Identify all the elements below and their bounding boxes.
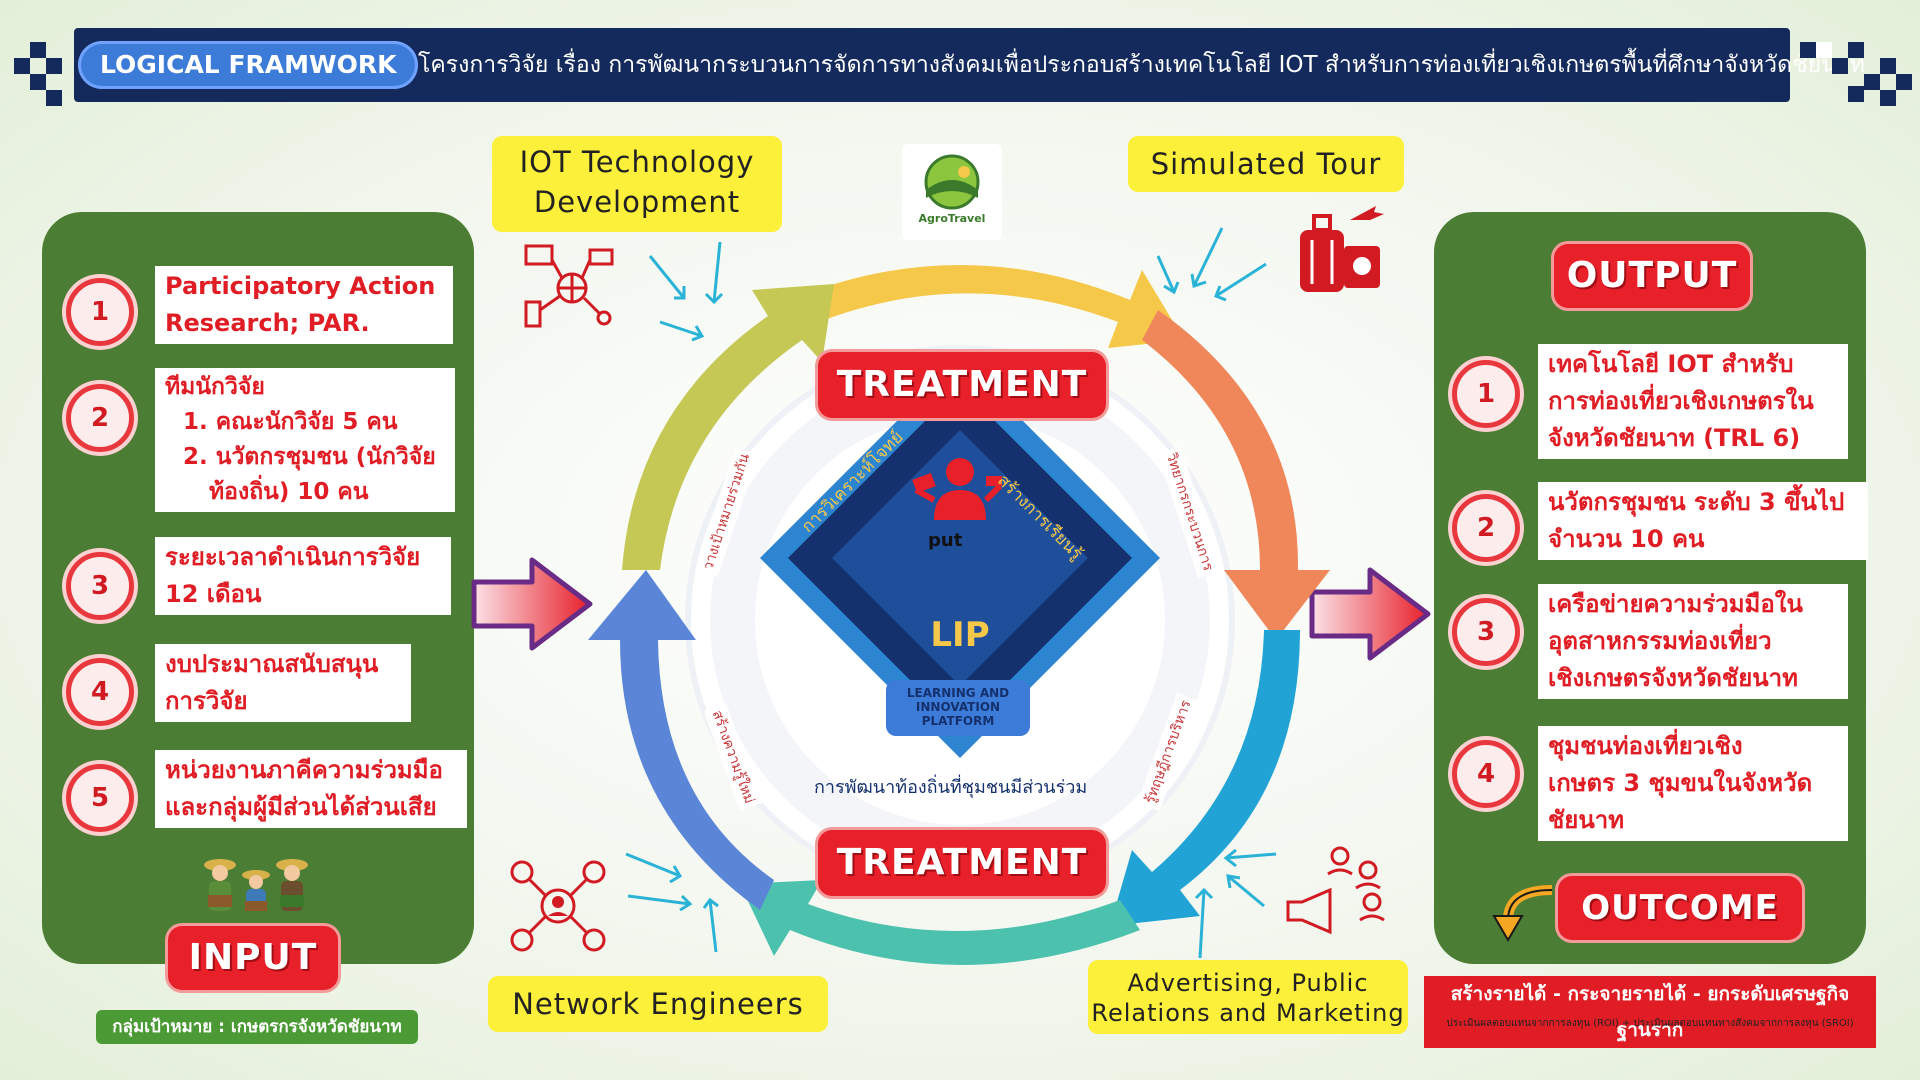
output-item-2: นวัตกรชุมชน ระดับ 3 ขึ้นไป จำนวน 10 คน [1538, 482, 1868, 560]
input-item-4: งบประมาณสนับสนุน การวิจัย [155, 644, 411, 722]
input-item-2-line-4: ท้องถิ่น) 10 คน [209, 479, 369, 505]
output-number-2: 2 [1452, 494, 1520, 562]
output-item-3-line-3: เชิงเกษตรจังหวัดชัยนาท [1548, 664, 1798, 692]
iot-label-line-2: Development [533, 185, 741, 219]
input-item-5-line-1: หน่วยงานภาคีความร่วมมือ [165, 756, 443, 784]
treatment-top-label: TREATMENT [818, 352, 1106, 418]
cycle-segment-bottom [740, 880, 1140, 965]
input-item-3-line-2: 12 เดือน [165, 580, 262, 608]
pointer-arrows-advertising [1194, 848, 1277, 959]
advertising-label: Advertising, Public Relations and Market… [1088, 960, 1408, 1034]
cycle-segment-left [588, 570, 774, 910]
farmers-illustration [204, 859, 308, 917]
iot-network-icon [524, 244, 614, 328]
input-item-5-line-2: และกลุ่มผู้มีส่วนได้ส่วนเสีย [165, 793, 437, 821]
treatment-bottom-label: TREATMENT [818, 830, 1106, 896]
process-cycle [588, 265, 1330, 965]
input-number-2: 2 [66, 384, 134, 452]
iot-development-label: IOT Technology Development [492, 136, 782, 232]
pointer-arrows-network [625, 852, 719, 953]
iot-label-line-1: IOT Technology [519, 145, 755, 179]
network-people-icon [510, 860, 606, 952]
framework-badge: LOGICAL FRAMWORK [78, 41, 419, 89]
input-number-4: 4 [66, 658, 134, 726]
output-item-1-line-2: การท่องเที่ยวเชิงเกษตรใน [1548, 387, 1814, 415]
pointer-arrows-tour [1156, 227, 1267, 302]
target-group-tag: กลุ่มเป้าหมาย : เกษตรกรจังหวัดชัยนาท [96, 1010, 418, 1044]
curved-arrow-icon [1492, 885, 1553, 942]
input-item-1-line-2: Research; PAR. [165, 309, 370, 337]
output-item-3-line-2: อุตสาหกรรมท่องเที่ยว [1548, 627, 1772, 655]
input-item-1-line-1: Participatory Action [165, 272, 436, 300]
input-number-1: 1 [66, 278, 134, 346]
cycle-segment-top-left [622, 284, 834, 570]
input-item-2-line-3: 2. นวัตกรชุมชน (นักวิจัย [183, 444, 436, 470]
cycle-segment-bottom-right [1110, 630, 1300, 926]
input-number-3: 3 [66, 552, 134, 620]
network-engineers-label: Network Engineers [488, 976, 828, 1032]
pointer-arrows-iot [648, 241, 724, 342]
output-item-1: เทคโนโลยี IOT สำหรับ การท่องเที่ยวเชิงเก… [1538, 344, 1848, 459]
input-number-5: 5 [66, 764, 134, 832]
output-item-4-line-3: ชัยนาท [1548, 806, 1625, 834]
input-item-5: หน่วยงานภาคีความร่วมมือ และกลุ่มผู้มีส่ว… [155, 750, 467, 828]
luggage-icon [1300, 206, 1384, 292]
output-item-2-line-1: นวัตกรชุมชน ระดับ 3 ขึ้นไป [1548, 488, 1845, 516]
logo-text: AgroTravel [918, 212, 986, 225]
output-label: OUTPUT [1554, 244, 1750, 308]
lip-diamond [760, 358, 1160, 758]
output-item-4: ชุมชนท่องเที่ยวเชิง เกษตร 3 ชุมขนในจังหว… [1538, 726, 1848, 841]
input-item-4-line-1: งบประมาณสนับสนุน [165, 650, 379, 678]
agrotravel-logo: AgroTravel [902, 144, 1002, 240]
output-number-1: 1 [1452, 360, 1520, 428]
outcome-subtext: ประเมินผลตอบแทนจากการลงทุน (ROI) + ประเม… [1446, 1018, 1854, 1029]
page-title: โครงการวิจัย เรื่อง การพัฒนากระบวนการจัด… [418, 52, 1865, 78]
cycle-segment-right [1142, 310, 1330, 640]
simulated-tour-label: Simulated Tour [1128, 136, 1404, 192]
input-item-2-line-1: ทีมนักวิจัย [165, 374, 265, 400]
header: LOGICAL FRAMWORK โครงการวิจัย เรื่อง การ… [0, 28, 1920, 106]
outcome-text: สร้างรายได้ - กระจายรายได้ - ยกระดับเศรษ… [1424, 976, 1876, 1048]
output-item-4-line-2: เกษตร 3 ชุมขนในจังหวัด [1548, 769, 1813, 797]
cycle-segment-top [790, 265, 1184, 348]
output-item-1-line-3: จังหวัดชัยนาท (TRL 6) [1548, 424, 1801, 452]
center-bottom-label: การพัฒนาท้องถิ่นที่ชุมชนมีส่วนร่วม [814, 777, 1088, 798]
platform-badge: LEARNING AND INNOVATION PLATFORM [886, 680, 1030, 736]
output-item-4-line-1: ชุมชนท่องเที่ยวเชิง [1548, 732, 1743, 760]
input-label: INPUT [168, 926, 338, 990]
input-item-3: ระยะเวลาดำเนินการวิจัย 12 เดือน [155, 537, 451, 615]
output-item-3-line-1: เครือข่ายความร่วมมือใน [1548, 590, 1803, 618]
megaphone-icon [1286, 846, 1385, 935]
logo-icon [924, 154, 980, 210]
input-item-2-line-2: 1. คณะนักวิจัย 5 คน [183, 409, 398, 435]
output-item-2-line-2: จำนวน 10 คน [1548, 525, 1705, 553]
put-label: put [928, 530, 963, 551]
input-item-2: ทีมนักวิจัย 1. คณะนักวิจัย 5 คน 2. นวัตก… [155, 368, 455, 512]
input-item-1: Participatory Action Research; PAR. [155, 266, 453, 344]
output-item-3: เครือข่ายความร่วมมือใน อุตสาหกรรมท่องเที… [1538, 584, 1848, 699]
input-arrow-icon [471, 557, 593, 651]
output-arrow-icon [1309, 567, 1431, 661]
advertising-line-1: Advertising, Public [1127, 969, 1369, 997]
advertising-line-2: Relations and Marketing [1091, 999, 1405, 1027]
outcome-label: OUTCOME [1558, 876, 1802, 940]
output-item-1-line-1: เทคโนโลยี IOT สำหรับ [1548, 350, 1794, 378]
output-number-3: 3 [1452, 598, 1520, 666]
lip-title: LIP [930, 615, 990, 655]
output-number-4: 4 [1452, 740, 1520, 808]
input-item-3-line-1: ระยะเวลาดำเนินการวิจัย [165, 543, 421, 571]
learner-icon [912, 458, 1003, 520]
input-item-4-line-2: การวิจัย [165, 687, 248, 715]
